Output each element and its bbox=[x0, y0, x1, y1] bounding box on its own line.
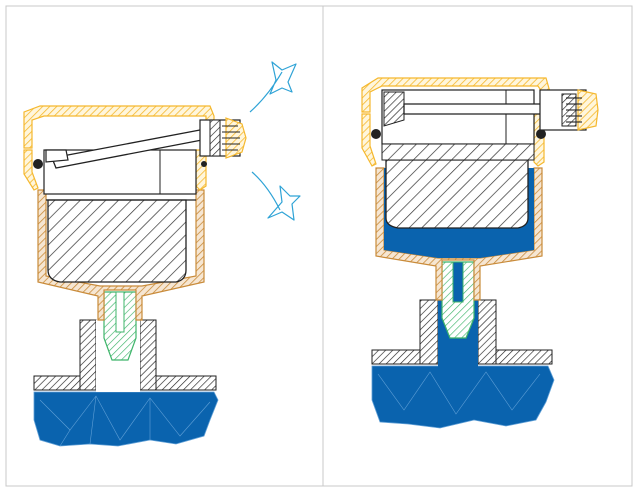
water-mass bbox=[33, 391, 219, 447]
o-ring-right bbox=[201, 161, 207, 167]
panel-venting bbox=[23, 61, 301, 447]
curved-arrow-icon bbox=[251, 171, 301, 221]
curved-arrow-icon bbox=[249, 61, 297, 113]
stub-pipe-right-wall bbox=[477, 299, 497, 365]
inner-chamber bbox=[381, 89, 535, 145]
vent-valve-cap bbox=[577, 89, 599, 131]
lever-pivot bbox=[45, 149, 69, 163]
float bbox=[385, 159, 529, 229]
insert-channel bbox=[115, 291, 125, 333]
vent-threads bbox=[222, 125, 240, 151]
o-ring-left bbox=[33, 159, 43, 169]
lever-arm bbox=[403, 103, 547, 115]
o-ring-left bbox=[371, 129, 381, 139]
cap-skirt bbox=[23, 149, 39, 191]
stub-pipe-left-wall bbox=[419, 299, 439, 365]
o-ring-right bbox=[536, 129, 546, 139]
lower-body bbox=[37, 189, 205, 321]
chamber-lower-band bbox=[381, 143, 535, 161]
float bbox=[47, 199, 187, 283]
water-facets bbox=[377, 371, 541, 415]
lever-pivot bbox=[383, 91, 405, 127]
insert-channel bbox=[452, 261, 464, 303]
outer-frame bbox=[5, 5, 633, 487]
stub-pipe-right-wall bbox=[139, 319, 157, 391]
vent-valve-thread bbox=[209, 119, 221, 157]
cap-skirt bbox=[361, 113, 377, 167]
water-mass bbox=[371, 365, 555, 429]
vent-threads bbox=[566, 97, 582, 123]
panel-filled bbox=[361, 77, 599, 429]
stub-pipe-left-wall bbox=[79, 319, 97, 391]
water-facets bbox=[39, 395, 211, 447]
